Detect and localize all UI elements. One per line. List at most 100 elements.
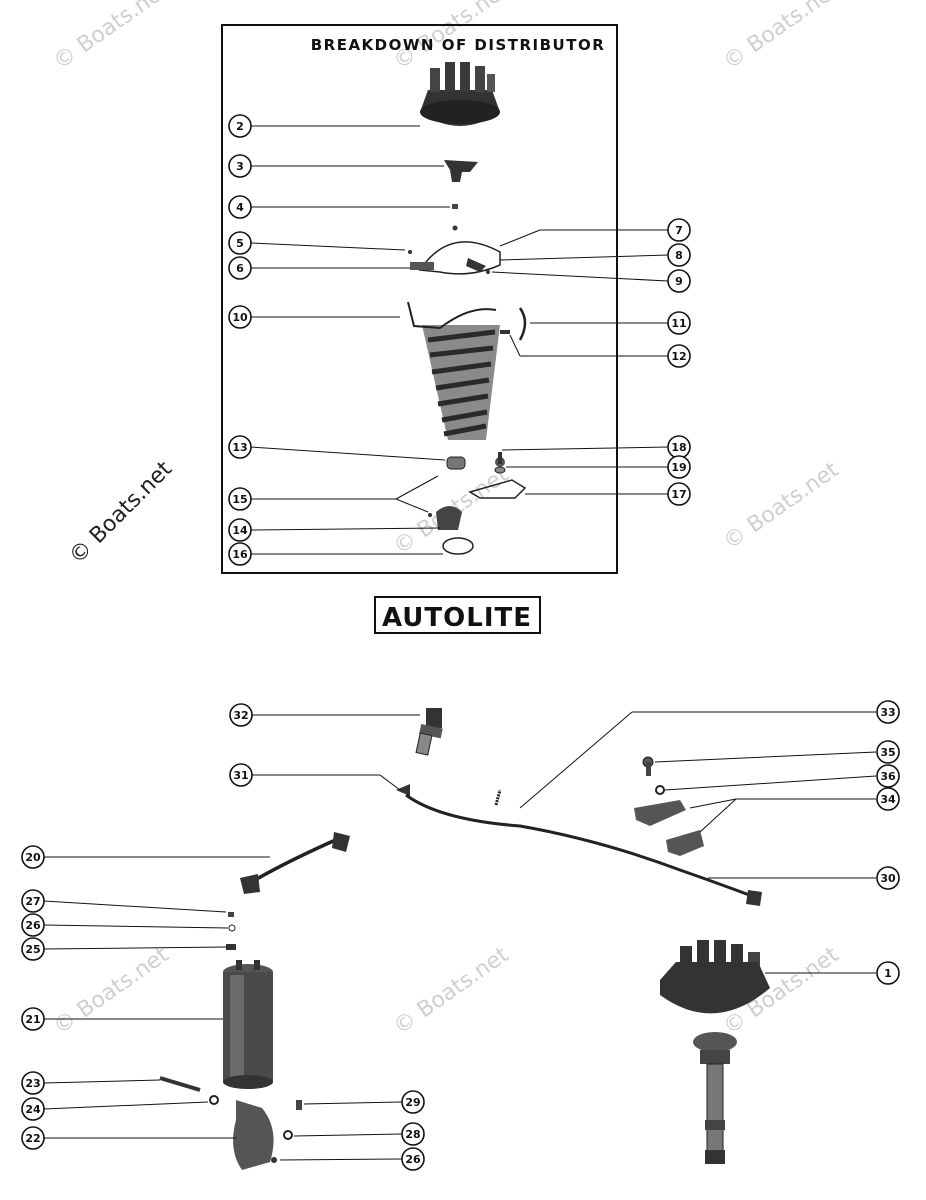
contact-set-icon — [634, 756, 704, 856]
drive-gear-parts-icon — [428, 452, 527, 555]
callout-15: 15 — [228, 487, 252, 511]
callout-26: 26 — [21, 913, 45, 937]
callout-circle — [401, 1090, 425, 1114]
callout-number: 26 — [405, 1153, 421, 1166]
callout-circle — [876, 961, 900, 985]
callout-number: 17 — [671, 488, 686, 501]
callout-circle — [667, 243, 691, 267]
spark-plug-wire-icon — [396, 784, 762, 906]
callout-8: 8 — [667, 243, 691, 267]
callout-13: 13 — [228, 435, 252, 459]
callout-circle — [229, 763, 253, 787]
callout-number: 21 — [25, 1013, 40, 1026]
callout-number: 12 — [671, 350, 686, 363]
callout-number: 9 — [675, 275, 683, 288]
callout-number: 35 — [880, 746, 895, 759]
callout-number: 29 — [405, 1096, 420, 1109]
brand-label-box — [374, 596, 541, 634]
callout-number: 5 — [236, 237, 244, 250]
callout-14: 14 — [228, 518, 252, 542]
callout-circle — [876, 764, 900, 788]
callout-number: 34 — [880, 793, 896, 806]
watermark-strong: © Boats.net — [65, 456, 178, 569]
callout-33: 33 — [876, 700, 900, 724]
callout-10: 10 — [228, 305, 252, 329]
callout-22: 22 — [21, 1126, 45, 1150]
callout-circle — [876, 700, 900, 724]
callout-circle — [228, 154, 252, 178]
callout-number: 1 — [884, 967, 892, 980]
brand-label: AUTOLITE — [382, 603, 532, 633]
callout-number: 14 — [232, 524, 248, 537]
callout-circle — [21, 1097, 45, 1121]
callout-number: 24 — [25, 1103, 41, 1116]
callout-number: 25 — [25, 943, 40, 956]
callout-number: 15 — [232, 493, 247, 506]
callout-circle — [876, 740, 900, 764]
callout-11: 11 — [667, 311, 691, 335]
callout-3: 3 — [228, 154, 252, 178]
lower-parts — [159, 708, 770, 1170]
callout-number: 31 — [233, 769, 248, 782]
callout-circle — [21, 1071, 45, 1095]
callout-4: 4 — [228, 195, 252, 219]
callout-circle — [667, 344, 691, 368]
callout-35: 35 — [876, 740, 900, 764]
callout-number: 3 — [236, 160, 244, 173]
callout-circle — [228, 435, 252, 459]
callout-circle — [228, 256, 252, 280]
callout-27: 27 — [21, 889, 45, 913]
callout-circle — [228, 231, 252, 255]
callout-number: 11 — [671, 317, 686, 330]
callout-number: 18 — [671, 441, 686, 454]
callout-circle — [21, 1007, 45, 1031]
small-part-icon — [452, 204, 458, 209]
callout-number: 19 — [671, 461, 686, 474]
inset-parts — [407, 62, 527, 555]
callout-number: 27 — [25, 895, 40, 908]
callout-29: 29 — [401, 1090, 425, 1114]
distributor-housing-icon — [407, 301, 527, 440]
callout-circle — [21, 845, 45, 869]
callout-number: 8 — [675, 249, 683, 262]
callout-21: 21 — [21, 1007, 45, 1031]
callout-circle — [228, 542, 252, 566]
callout-24: 24 — [21, 1097, 45, 1121]
callout-5: 5 — [228, 231, 252, 255]
watermark: © Boats.net — [49, 0, 174, 75]
watermark: © Boats.net — [719, 0, 844, 75]
callout-28: 28 — [401, 1122, 425, 1146]
callout-36: 36 — [876, 764, 900, 788]
callout-31: 31 — [229, 763, 253, 787]
terminal-hardware-icon — [226, 912, 236, 950]
callout-number: 22 — [25, 1132, 40, 1145]
distributor-assembly-icon — [660, 940, 770, 1164]
watermark: © Boats.net — [389, 942, 514, 1040]
callout-circle — [667, 311, 691, 335]
callout-9: 9 — [667, 269, 691, 293]
callout-number: 32 — [233, 709, 248, 722]
callout-number: 10 — [232, 311, 248, 324]
ignition-coil-icon — [223, 960, 273, 1089]
callout-number: 28 — [405, 1128, 420, 1141]
callout-2: 2 — [228, 114, 252, 138]
callout-number: 7 — [675, 224, 683, 237]
callout-number: 20 — [25, 851, 41, 864]
callout-25: 25 — [21, 937, 45, 961]
callout-number: 13 — [232, 441, 247, 454]
rotor-icon — [444, 160, 478, 182]
callout-18: 18 — [667, 435, 691, 459]
callout-number: 23 — [25, 1077, 40, 1090]
callout-circle — [667, 455, 691, 479]
callout-circle — [876, 787, 900, 811]
callout-number: 2 — [236, 120, 244, 133]
breaker-plate-icon — [408, 225, 501, 275]
callout-6: 6 — [228, 256, 252, 280]
callout-number: 26 — [25, 919, 41, 932]
callout-circle — [228, 487, 252, 511]
callout-circle — [228, 114, 252, 138]
coil-wire-icon — [240, 832, 350, 894]
callouts — [43, 125, 877, 1161]
